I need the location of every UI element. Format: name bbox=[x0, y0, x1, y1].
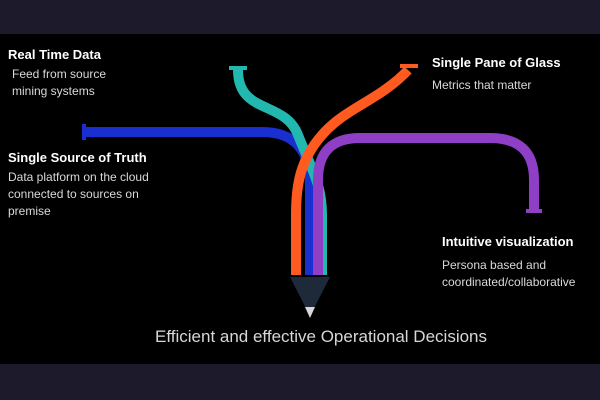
node-description: Data platform on the cloud connected to … bbox=[8, 170, 149, 218]
node-title: Single Pane of Glass bbox=[432, 55, 561, 70]
node-single-pane-of-glass: Single Pane of Glass Metrics that matter bbox=[432, 55, 561, 94]
outcome-caption: Efficient and effective Operational Deci… bbox=[155, 327, 488, 346]
bottom-frame-band bbox=[0, 364, 600, 400]
node-title: Single Source of Truth bbox=[8, 150, 147, 165]
node-description: Persona based and coordinated/collaborat… bbox=[442, 258, 576, 289]
strand-single-pane-of-glass bbox=[291, 66, 412, 275]
top-frame-band bbox=[0, 0, 600, 34]
node-description: Metrics that matter bbox=[432, 78, 532, 92]
node-real-time-data: Real Time Data Feed from source mining s… bbox=[8, 47, 142, 100]
pencil-tip-icon bbox=[290, 277, 330, 318]
node-title: Intuitive visualization bbox=[442, 234, 574, 249]
node-description: Feed from source mining systems bbox=[12, 67, 107, 98]
node-single-source-of-truth: Single Source of Truth Data platform on … bbox=[8, 150, 168, 220]
strand-intuitive-visualization bbox=[313, 133, 539, 275]
node-intuitive-visualization: Intuitive visualization Persona based an… bbox=[442, 234, 600, 291]
node-title: Real Time Data bbox=[8, 47, 101, 62]
